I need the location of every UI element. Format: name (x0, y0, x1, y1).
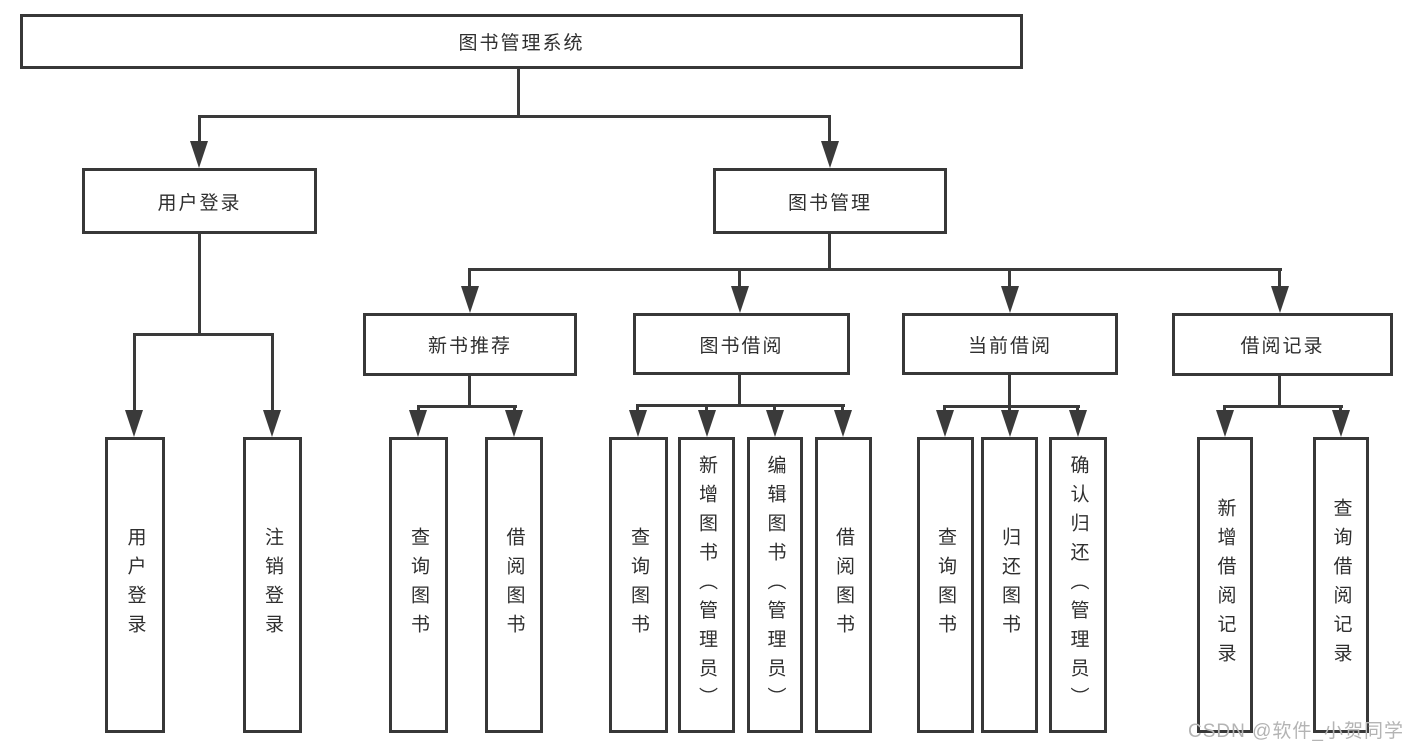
arrow-head-icon (1271, 286, 1289, 313)
arrow-head-icon (190, 141, 208, 168)
node-user-login-label: 用户登录 (157, 192, 242, 214)
node-current-borrow-label: 当前借阅 (967, 335, 1052, 357)
leaf-query-books-borrow: 查询图书 (609, 437, 668, 733)
node-borrow-records: 借阅记录 (1172, 313, 1393, 376)
stem-line (828, 233, 831, 271)
branch-line (468, 268, 1282, 271)
csdn-watermark: CSDN @软件_小贺同学 (1188, 721, 1404, 742)
branch-line (417, 405, 517, 408)
arrow-line (1008, 405, 1011, 414)
branch-line (636, 404, 845, 407)
leaf-query-books-borrow-label: 查询图书 (628, 527, 649, 643)
arrow-head-icon (1001, 410, 1019, 437)
leaf-add-books-admin-label: 新增图书（管理员） (696, 454, 717, 716)
arrow-head-icon (731, 286, 749, 313)
stem-line (1278, 376, 1281, 408)
node-root-label: 图书管理系统 (458, 33, 585, 54)
leaf-logout: 注销登录 (243, 437, 302, 733)
leaf-add-books-admin: 新增图书（管理员） (678, 437, 735, 733)
branch-line (1223, 405, 1343, 408)
branch-line (943, 405, 1080, 408)
node-book-management: 图书管理 (713, 168, 947, 234)
leaf-query-books-recommend: 查询图书 (389, 437, 448, 733)
node-new-book-recommend: 新书推荐 (363, 313, 577, 376)
stem-line (738, 374, 741, 407)
leaf-borrow-books: 借阅图书 (815, 437, 872, 733)
arrow-head-icon (936, 410, 954, 437)
node-book-borrow-label: 图书借阅 (699, 335, 784, 357)
arrow-head-icon (629, 410, 647, 437)
arrow-head-icon (409, 410, 427, 437)
leaf-add-borrow-record-label: 新增借阅记录 (1214, 498, 1236, 672)
arrow-head-icon (1216, 410, 1234, 437)
arrow-line (198, 115, 201, 143)
arrow-head-icon (698, 410, 716, 437)
stem-line (1008, 375, 1011, 408)
arrow-line (417, 405, 420, 414)
leaf-confirm-return-admin-label: 确认归还（管理员） (1067, 454, 1089, 716)
arrow-line (636, 404, 639, 413)
node-current-borrow: 当前借阅 (902, 313, 1118, 375)
arrow-line (738, 268, 741, 290)
leaf-query-borrow-record: 查询借阅记录 (1313, 437, 1369, 733)
stem-line (198, 233, 201, 336)
arrow-head-icon (766, 410, 784, 437)
leaf-return-books: 归还图书 (981, 437, 1038, 733)
leaf-borrow-books-recommend: 借阅图书 (485, 437, 543, 733)
arrow-head-icon (263, 410, 281, 437)
node-book-borrow: 图书借阅 (633, 313, 850, 375)
arrow-line (1008, 268, 1011, 290)
arrow-line (468, 268, 471, 290)
leaf-query-borrow-record-label: 查询借阅记录 (1330, 498, 1352, 672)
arrow-line (133, 333, 136, 413)
leaf-edit-books-admin-label: 编辑图书（管理员） (764, 454, 786, 716)
arrow-line (1339, 405, 1342, 414)
arrow-head-icon (834, 410, 852, 437)
leaf-query-books-current: 查询图书 (917, 437, 974, 733)
node-user-login: 用户登录 (82, 168, 317, 234)
arrow-line (773, 404, 776, 413)
arrow-line (271, 333, 274, 413)
branch-line (198, 115, 831, 118)
arrow-head-icon (1001, 286, 1019, 313)
stem-line (468, 376, 471, 408)
arrow-line (1278, 268, 1281, 290)
leaf-return-books-label: 归还图书 (999, 527, 1020, 643)
arrow-line (513, 405, 516, 414)
arrow-head-icon (461, 286, 479, 313)
arrow-line (1223, 405, 1226, 414)
leaf-add-borrow-record: 新增借阅记录 (1197, 437, 1253, 733)
node-root: 图书管理系统 (20, 14, 1023, 69)
node-new-book-recommend-label: 新书推荐 (427, 336, 512, 357)
stem-line (517, 68, 520, 118)
arrow-line (828, 115, 831, 143)
node-borrow-records-label: 借阅记录 (1240, 336, 1325, 357)
leaf-confirm-return-admin: 确认归还（管理员） (1049, 437, 1107, 733)
arrow-head-icon (125, 410, 143, 437)
leaf-query-books-recommend-label: 查询图书 (408, 527, 429, 643)
arrow-head-icon (1069, 410, 1087, 437)
leaf-user-login: 用户登录 (105, 437, 165, 733)
node-book-management-label: 图书管理 (787, 192, 872, 214)
leaf-borrow-books-recommend-label: 借阅图书 (503, 527, 525, 643)
leaf-edit-books-admin: 编辑图书（管理员） (747, 437, 803, 733)
leaf-borrow-books-label: 借阅图书 (833, 527, 854, 643)
leaf-query-books-current-label: 查询图书 (935, 527, 956, 643)
arrow-head-icon (821, 141, 839, 168)
leaf-logout-label: 注销登录 (262, 527, 283, 643)
leaf-user-login-label: 用户登录 (124, 527, 146, 643)
arrow-line (1076, 405, 1079, 414)
arrow-head-icon (505, 410, 523, 437)
arrow-line (705, 404, 708, 413)
arrow-line (841, 404, 844, 413)
arrow-head-icon (1332, 410, 1350, 437)
branch-line (133, 333, 274, 336)
arrow-line (943, 405, 946, 414)
